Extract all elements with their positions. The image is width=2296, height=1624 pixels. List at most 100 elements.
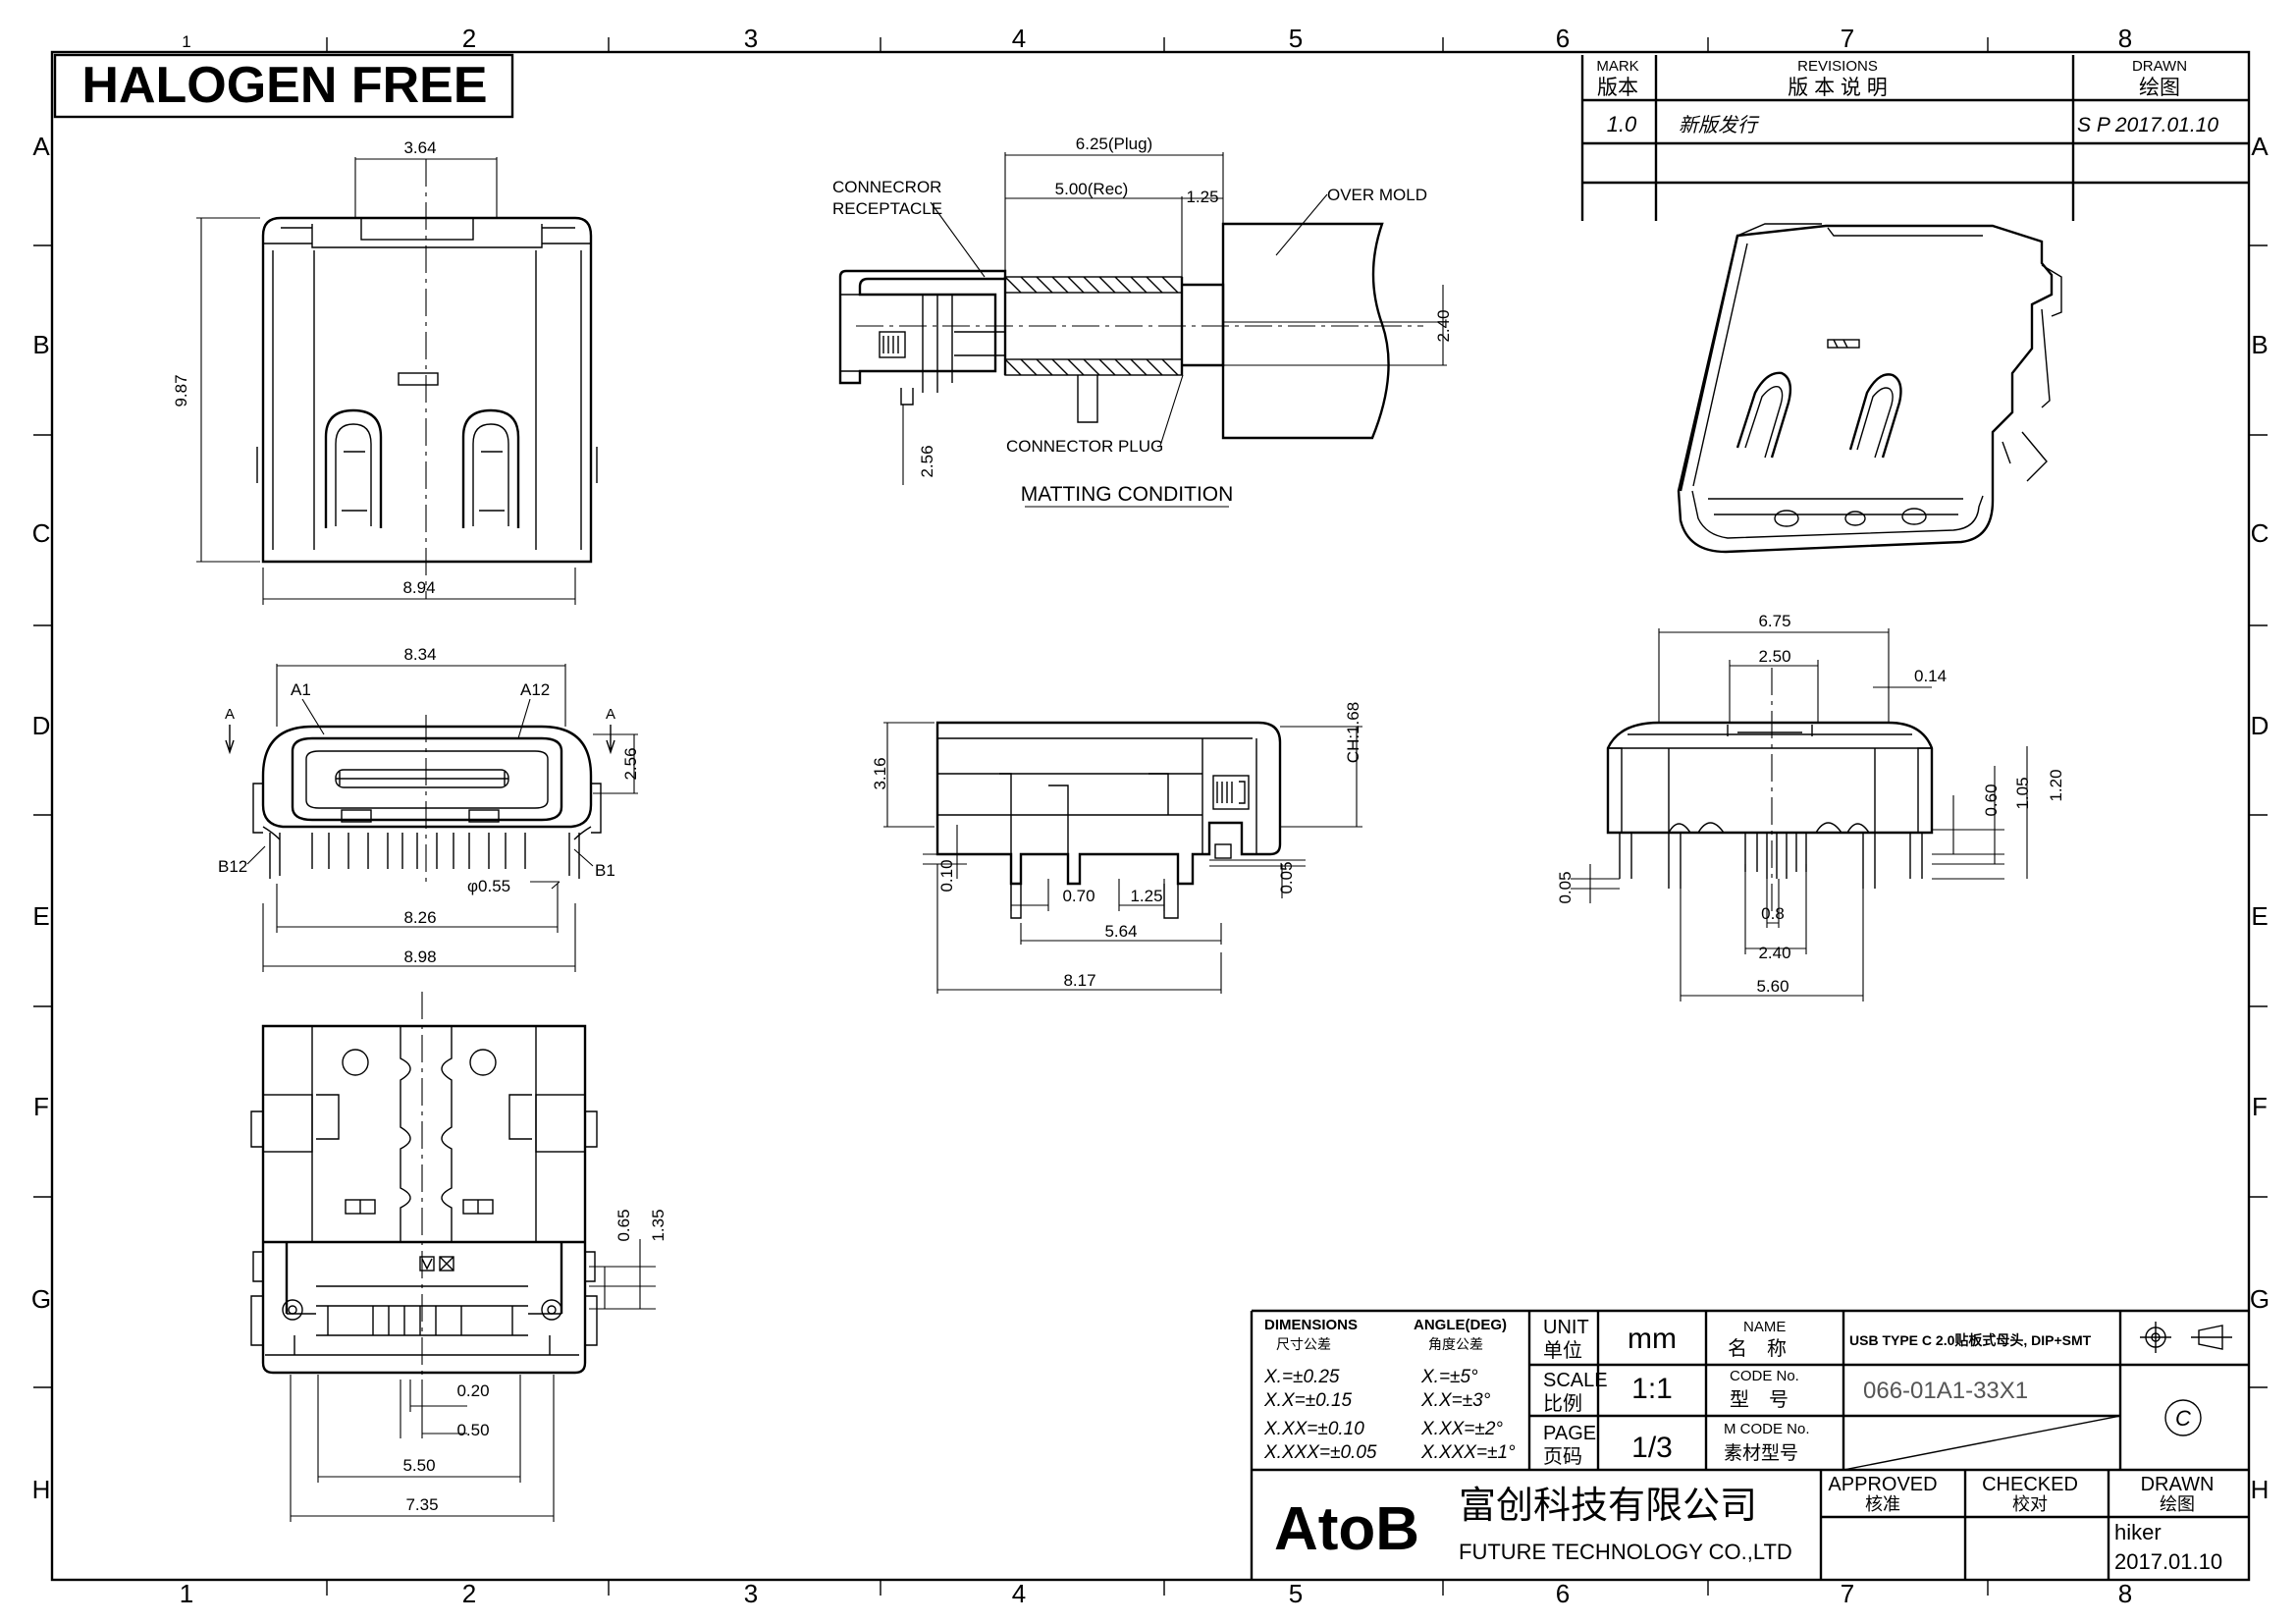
dim-side-817: 8.17 <box>1063 971 1095 990</box>
drawn-by: hiker <box>2114 1520 2162 1544</box>
code-label-cn: 型 号 <box>1730 1388 1789 1411</box>
dim-side-070: 0.70 <box>1062 887 1095 905</box>
unit-label-cn: 单位 <box>1543 1339 1582 1362</box>
dim-front-inner: 8.26 <box>403 908 436 927</box>
approved-label-en: APPROVED <box>1828 1474 1937 1495</box>
dim-end-560: 5.60 <box>1756 977 1789 996</box>
drawn-date: 2017.01.10 <box>2114 1549 2222 1574</box>
ang-tol-header-cn: 角度公差 <box>1428 1336 1483 1352</box>
bottom-view: 0.65 1.35 0.20 0.50 5.50 7.35 <box>250 992 667 1522</box>
scale-label-cn: 比例 <box>1543 1392 1582 1415</box>
halogen-free-banner: HALOGEN FREE <box>81 57 487 114</box>
code-label-en: CODE No. <box>1730 1368 1799 1384</box>
row-label: F <box>2252 1092 2268 1121</box>
revision-circle-letter: C <box>2175 1406 2191 1431</box>
rev-row-desc: 新版发行 <box>1679 115 1760 136</box>
name-label-cn: 名 称 <box>1728 1337 1787 1360</box>
col-label: 3 <box>744 1579 758 1608</box>
front-view: A A 8.34 8.26 8.98 2.56 φ0.55 A1 A12 B12… <box>218 645 640 972</box>
projection-symbol-icon <box>2140 1322 2232 1353</box>
dim-end-105: 1.05 <box>2013 777 2032 809</box>
row-label: G <box>2250 1284 2269 1314</box>
checked-label-cn: 校对 <box>2012 1494 2048 1514</box>
dim-plug-height: 2.40 <box>1434 309 1453 342</box>
unit-value: mm <box>1628 1323 1677 1355</box>
scale-value: 1:1 <box>1631 1373 1673 1405</box>
row-label: C <box>32 518 51 548</box>
row-label: A <box>2251 132 2269 161</box>
ang-tol-header-en: ANGLE(DEG) <box>1414 1317 1507 1333</box>
dim-end-250: 2.50 <box>1758 647 1790 666</box>
col-label: 2 <box>462 24 476 53</box>
dim-plug-length: 6.25(Plug) <box>1076 135 1152 153</box>
col-label: 8 <box>2118 1579 2132 1608</box>
dim-end-120: 1.20 <box>2047 769 2065 801</box>
grid-columns: 1 2 3 4 5 6 7 8 1 2 3 4 5 6 7 8 <box>180 24 2132 1608</box>
dim-bottom-065: 0.65 <box>614 1209 633 1241</box>
rev-mark-cn: 版本 <box>1597 77 1638 99</box>
end-view: 6.75 2.50 0.14 0.60 1.05 1.20 0.05 0.8 2… <box>1556 612 2065 1001</box>
drawn-label-en: DRAWN <box>2141 1474 2215 1495</box>
col-label: 2 <box>462 1579 476 1608</box>
tol-0: X.=±0.25 <box>1263 1367 1340 1387</box>
row-label: A <box>32 132 50 161</box>
ang-3: X.XXX=±1° <box>1420 1442 1516 1463</box>
dim-top-overall: 8.94 <box>402 578 435 597</box>
grid-rows: A B C D E F G H A B C D E F G H <box>31 132 2269 1504</box>
pin-a12: A12 <box>520 680 550 699</box>
mating-condition-title: MATTING CONDITION <box>1021 483 1234 506</box>
ang-2: X.XX=±2° <box>1420 1419 1503 1439</box>
dim-end-014: 0.14 <box>1914 667 1947 685</box>
dim-bottom-050: 0.50 <box>456 1421 489 1439</box>
company-name-cn: 富创科技有限公司 <box>1459 1486 1757 1527</box>
name-label-en: NAME <box>1743 1319 1786 1335</box>
ang-1: X.X=±3° <box>1420 1390 1491 1411</box>
dim-end-08: 0.8 <box>1761 904 1785 923</box>
title-block: DIMENSIONS 尺寸公差 ANGLE(DEG) 角度公差 X.=±0.25… <box>1250 1309 2249 1580</box>
page-label-cn: 页码 <box>1543 1446 1582 1468</box>
dim-tol-header-en: DIMENSIONS <box>1264 1317 1358 1333</box>
rev-row-drawn: S P 2017.01.10 <box>2077 114 2218 136</box>
col-label: 5 <box>1289 24 1303 53</box>
col-label: 1 <box>182 32 190 51</box>
row-label: B <box>2251 330 2268 359</box>
tol-3: X.XXX=±0.05 <box>1263 1442 1377 1463</box>
dim-bottom-020: 0.20 <box>456 1381 489 1400</box>
row-label: C <box>2251 518 2269 548</box>
dim-bottom-735: 7.35 <box>405 1495 438 1514</box>
mcode-label-cn: 素材型号 <box>1724 1442 1798 1464</box>
side-view: 3.16 CH:1.68 0.10 0.70 1.25 0.05 5.64 8.… <box>871 702 1362 994</box>
col-label: 7 <box>1841 24 1854 53</box>
drawn-label-cn: 绘图 <box>2160 1494 2195 1514</box>
halogen-free-box <box>53 53 514 119</box>
pin-b1: B1 <box>595 861 615 880</box>
checked-label-en: CHECKED <box>1982 1474 2078 1495</box>
dim-side-564: 5.64 <box>1104 922 1137 941</box>
ang-0: X.=±5° <box>1420 1367 1478 1387</box>
company-name-en: FUTURE TECHNOLOGY CO.,LTD <box>1459 1540 1792 1564</box>
row-label: G <box>31 1284 51 1314</box>
section-a-right: A <box>606 706 615 723</box>
label-receptacle-2: RECEPTACLE <box>832 199 942 218</box>
row-label: H <box>2251 1475 2269 1504</box>
company-logo: AtoB <box>1274 1495 1419 1563</box>
page-value: 1/3 <box>1631 1432 1673 1464</box>
dim-end-060: 0.60 <box>1982 784 2001 816</box>
label-receptacle-1: CONNECROR <box>832 178 941 196</box>
isometric-view <box>1677 223 2062 554</box>
dim-end-675: 6.75 <box>1758 612 1790 630</box>
dim-side-height: 3.16 <box>871 757 889 789</box>
unit-label-en: UNIT <box>1543 1317 1589 1338</box>
pin-a1: A1 <box>291 680 311 699</box>
dim-mating-256: 2.56 <box>918 445 936 477</box>
mating-condition-view: 6.25(Plug) 5.00(Rec) 1.25 2.40 2.56 CONN… <box>832 135 1453 508</box>
col-label: 8 <box>2118 24 2132 53</box>
dim-gap: 1.25 <box>1186 188 1218 206</box>
rev-header-cn: 版 本 说 明 <box>1788 77 1888 99</box>
top-view: 3.64 9.87 8.94 <box>172 138 598 605</box>
pin-b12: B12 <box>218 857 247 876</box>
row-label: E <box>32 901 49 931</box>
col-label: 4 <box>1012 24 1026 53</box>
label-over-mold: OVER MOLD <box>1327 186 1427 204</box>
dim-front-height: 2.56 <box>621 747 640 780</box>
